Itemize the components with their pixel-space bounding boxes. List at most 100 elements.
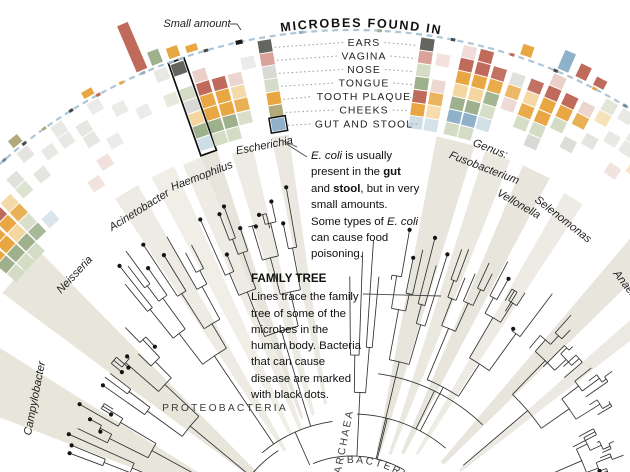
note-line: tree of some of the — [251, 307, 346, 320]
ecoli-note-pointer — [284, 142, 308, 158]
family-tree — [68, 187, 624, 472]
disease-dot — [411, 255, 416, 260]
highlight-wedge — [376, 136, 475, 452]
heatmap-column — [135, 103, 153, 120]
highlight-wedge — [271, 134, 327, 405]
heatmap-column — [423, 53, 451, 133]
legend-leader — [392, 109, 409, 112]
highlight-wedge — [388, 151, 511, 456]
arc-tick — [41, 125, 47, 132]
note-line: with black dots. — [251, 389, 329, 402]
highlight-wedge — [231, 147, 315, 416]
arc-tick — [140, 70, 146, 76]
heatmap-column — [443, 44, 478, 137]
note-line: Some types of E. coli — [311, 215, 419, 228]
heatmap-column — [7, 133, 52, 184]
note-line: and stool, but in very — [311, 182, 420, 195]
highlight-wedge — [182, 155, 303, 431]
heatmap-column — [81, 87, 124, 150]
heatmap-column — [40, 142, 59, 161]
heatmap-column — [523, 49, 577, 151]
disease-dot — [69, 443, 74, 448]
note-line: disease are marked — [251, 372, 352, 385]
highlight-wedges — [0, 134, 630, 472]
heatmap-column — [240, 55, 257, 71]
heatmap-column — [117, 21, 148, 73]
legend-leader — [393, 82, 413, 86]
disease-dot — [217, 212, 222, 217]
heatmap-column — [75, 119, 115, 171]
bacteria-label: BACTERIA — [347, 455, 416, 472]
note-line: microbes in the — [251, 323, 329, 336]
note-line: small amounts. — [311, 199, 388, 212]
heatmap-column — [0, 226, 35, 272]
family-note-pointer — [362, 293, 442, 297]
note-line: human body. Bacteria — [251, 340, 361, 353]
heatmap-column — [257, 39, 289, 135]
highlight-cell-outline — [268, 114, 289, 135]
heatmap-column — [50, 120, 106, 193]
disease-dot — [98, 429, 103, 434]
site-label: TOOTH PLAQUE — [317, 92, 411, 103]
disease-dot — [238, 226, 243, 231]
disease-dot — [152, 344, 157, 349]
disease-dot — [161, 253, 166, 258]
site-label: NOSE — [347, 65, 381, 76]
heatmap-column — [457, 48, 495, 141]
note-line: E. coli is usually — [311, 150, 393, 162]
arc-tick — [622, 103, 628, 109]
disease-dot — [119, 370, 124, 375]
arc-tick — [68, 108, 74, 113]
heatmap-column — [185, 43, 229, 147]
arc-tick — [1, 157, 7, 163]
arc-tick — [591, 86, 597, 91]
note-line: that can cause — [251, 356, 326, 369]
arc-tick — [95, 92, 101, 98]
ecoli-note: E. coli is usually present in the gut and … — [311, 148, 447, 263]
disease-dot — [256, 212, 262, 217]
disease-dot — [67, 451, 72, 456]
heatmap-column — [0, 205, 45, 261]
heatmap-column — [165, 45, 218, 157]
disease-dot — [126, 365, 131, 370]
disease-dot — [117, 263, 122, 268]
arc-tick — [118, 80, 124, 86]
disease-dot — [269, 199, 274, 204]
legend-leader — [285, 109, 336, 113]
site-label: CHEEKS — [339, 106, 388, 117]
note-line: present in the gut — [311, 166, 401, 179]
highlight-wedge — [200, 149, 304, 419]
disease-dot — [407, 227, 412, 232]
heatmap-column — [0, 193, 47, 241]
heatmap-column — [475, 66, 508, 133]
heatmap-column — [0, 246, 26, 283]
arc-tick — [509, 52, 515, 57]
arc-tick — [377, 29, 383, 33]
legend-leader — [278, 69, 344, 74]
disease-dot — [506, 276, 511, 281]
arc-tick — [203, 48, 209, 53]
highlight-wedge — [2, 250, 258, 472]
disease-dot — [77, 402, 82, 407]
disease-dot — [253, 224, 258, 229]
heatmap-column — [408, 37, 435, 130]
legend-leader — [281, 82, 335, 87]
heatmap-column — [512, 78, 545, 132]
arc-tick — [553, 68, 559, 73]
disease-dot — [125, 354, 130, 359]
legend-leader — [276, 55, 338, 61]
disease-dot — [87, 417, 93, 422]
heatmap-column — [500, 43, 535, 113]
disease-dot — [141, 242, 146, 247]
arc-tick — [235, 39, 243, 45]
disease-dot — [66, 432, 71, 437]
small-amount-label: Small amount — [163, 18, 231, 30]
disease-dot — [109, 412, 114, 417]
small-amount-pointer — [230, 23, 242, 31]
heatmap-column — [227, 71, 253, 126]
escherichia-pointer — [283, 140, 298, 148]
